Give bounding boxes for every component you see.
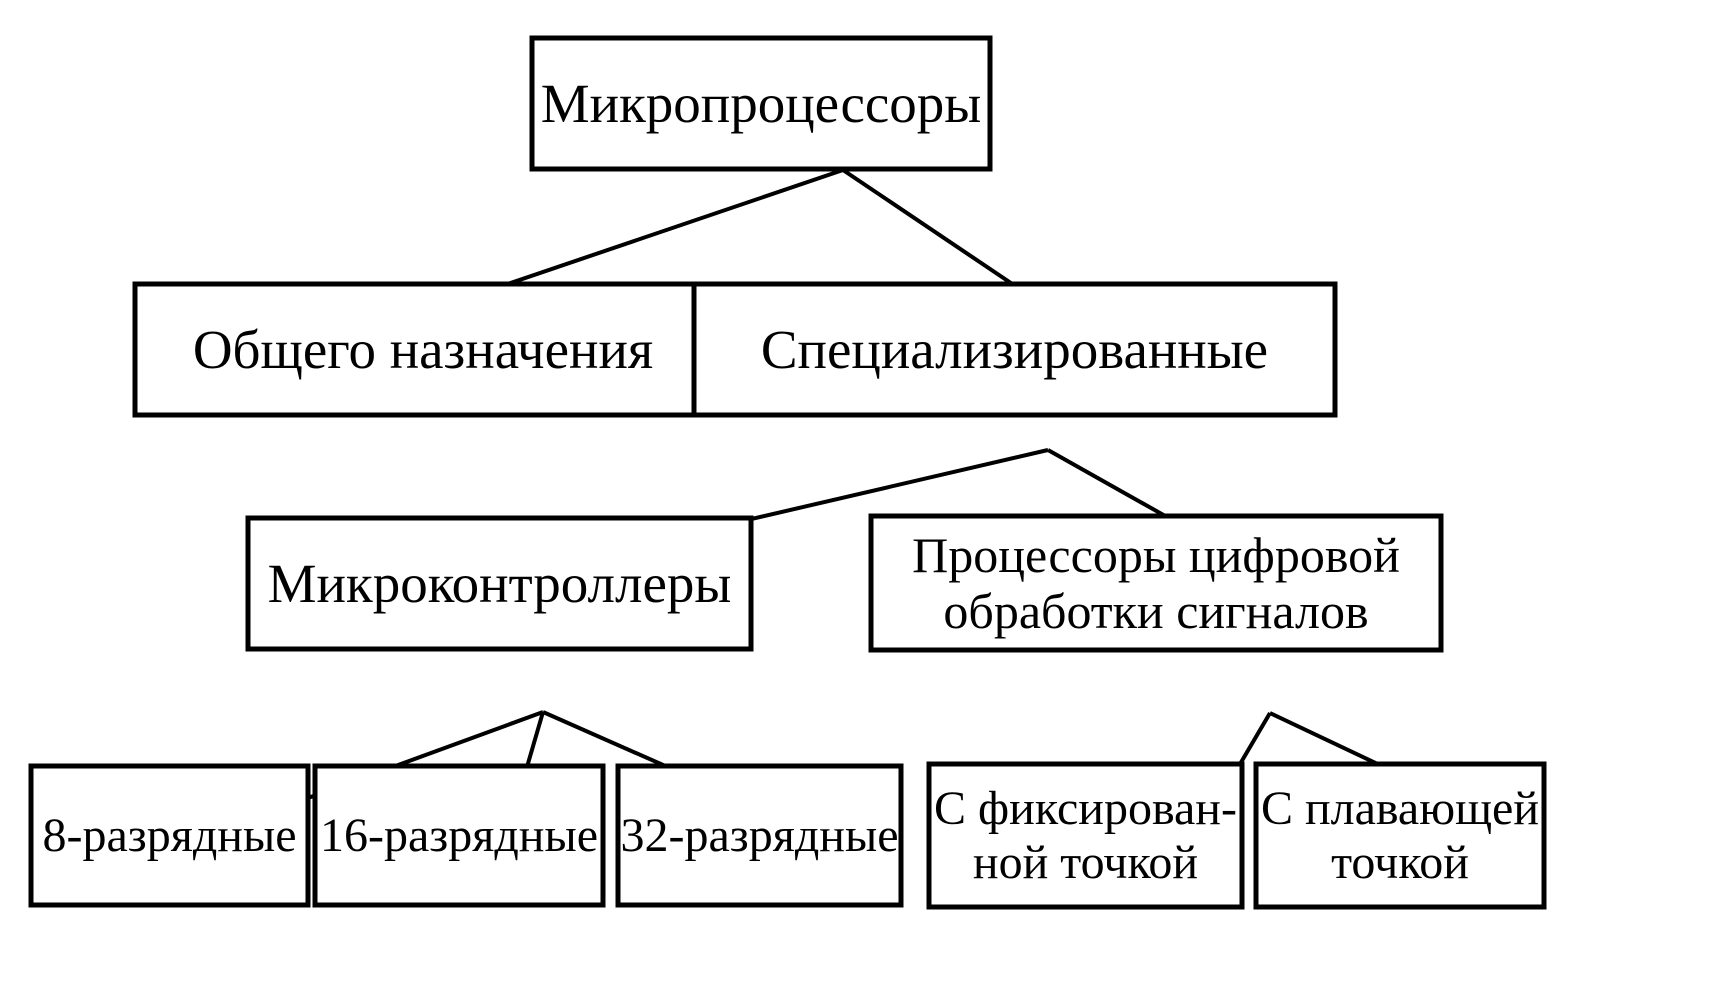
node-box-bit16[interactable] (312, 763, 606, 908)
node-box-bit32[interactable] (615, 763, 904, 908)
node-box-general[interactable] (132, 281, 714, 418)
node-box-root[interactable] (529, 35, 993, 172)
node-box-fixedpoint[interactable] (926, 761, 1245, 910)
node-box-group (28, 35, 1547, 910)
connector-group (195, 168, 1537, 841)
node-box-dsp[interactable] (868, 513, 1444, 653)
node-box-floatpoint[interactable] (1253, 761, 1547, 910)
node-box-bit8[interactable] (28, 763, 311, 908)
node-box-special[interactable] (691, 281, 1338, 418)
node-box-mcu[interactable] (245, 515, 754, 652)
